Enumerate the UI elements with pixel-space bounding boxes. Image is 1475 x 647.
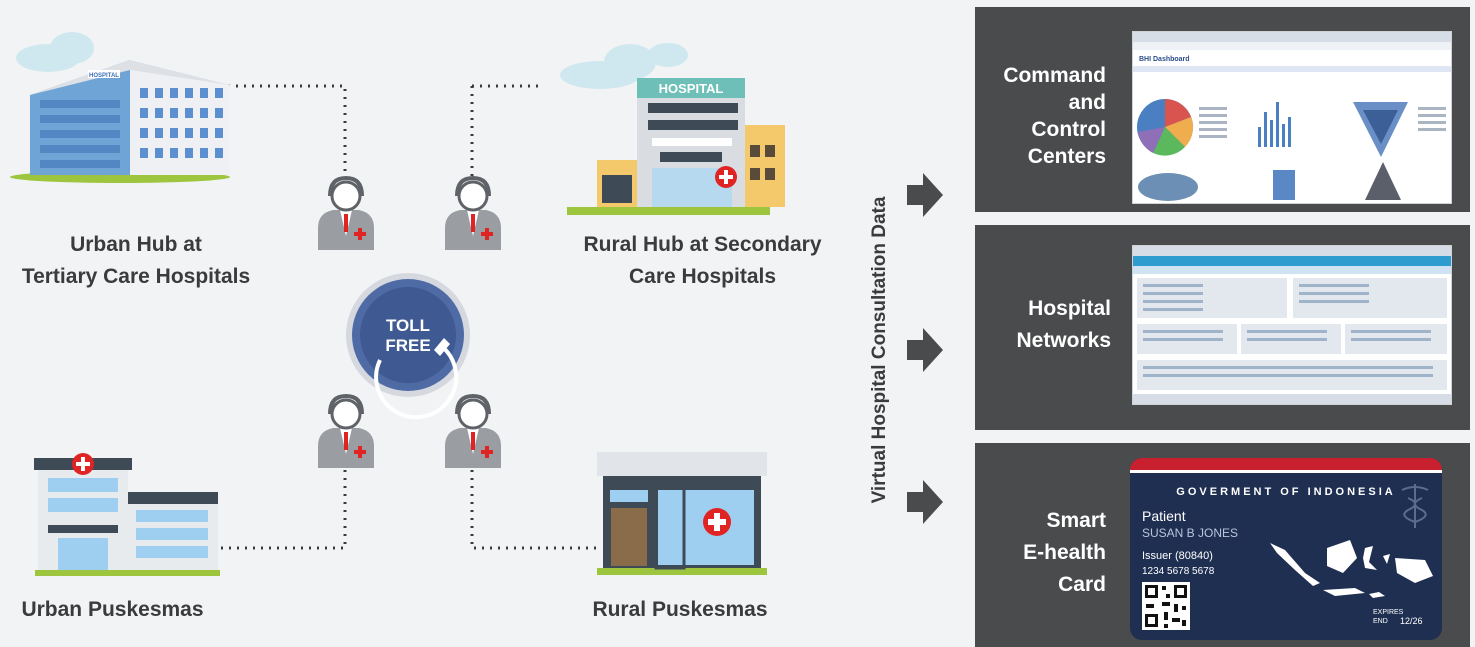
arrow-right-icon: [907, 328, 943, 372]
rural-hub-sign: HOSPITAL: [659, 81, 724, 96]
urban-puskesmas-label: Urban Puskesmas: [21, 598, 204, 621]
qr-code-icon: [1142, 582, 1190, 630]
flow-arrows: [907, 173, 943, 524]
dotted-connectors: [218, 84, 600, 550]
card-patient-name: SUSAN B JONES: [1142, 526, 1239, 540]
smart-card-label: Smart E-health Card: [975, 505, 1106, 601]
panel-label-line: Control: [1031, 118, 1106, 141]
card-expiry: 12/26: [1400, 616, 1423, 626]
panel-label-line: Centers: [1027, 145, 1106, 168]
network-diagram: HOSPITAL HOSPITAL: [10, 32, 785, 576]
urban-hub-label-line2: Tertiary Care Hospitals: [21, 265, 251, 288]
urban-hub-label-line1: Urban Hub at: [70, 233, 202, 256]
pyramid-chart-icon: [1365, 162, 1401, 200]
flow-label: Virtual Hospital Consultation Data: [869, 196, 890, 504]
card-expires-label: EXPIRES: [1373, 609, 1404, 616]
phone-icon: [434, 338, 450, 356]
rural-puskesmas-label: Rural Puskesmas: [592, 598, 768, 621]
caduceus-icon: [1401, 484, 1429, 528]
smart-card-panel: Smart E-health Card GOVERMENT OF INDONES…: [975, 443, 1470, 647]
panel-label-line: Command: [1003, 64, 1106, 87]
pie-chart-3d-icon: [1138, 173, 1198, 201]
rural-hub-label: Rural Hub at Secondary Care Hospitals: [560, 229, 845, 293]
bar-chart-icon: [1258, 102, 1291, 147]
card-issuer: Issuer (80840): [1142, 550, 1213, 562]
panel-label-line: Networks: [1016, 329, 1111, 352]
rural-hub-building-icon: HOSPITAL: [567, 78, 785, 215]
hospital-networks-label: Hospital Networks: [975, 293, 1111, 357]
dashboard-title: BHI Dashboard: [1139, 56, 1190, 63]
bar-3d-icon: [1273, 170, 1295, 200]
panel-label-line: Smart: [1046, 509, 1106, 532]
toll-free-badge: TOLL FREE: [346, 273, 470, 420]
arrow-right-icon: [907, 480, 943, 524]
urban-hub-label: Urban Hub at Tertiary Care Hospitals: [0, 229, 272, 293]
dashboard-screenshot: BHI Dashboard: [1132, 31, 1452, 204]
card-end-label: END: [1373, 618, 1388, 625]
toll-free-line1: TOLL: [386, 316, 430, 335]
toll-free-line2: FREE: [385, 336, 430, 355]
call-operator-icon: [318, 175, 501, 468]
panel-label-line: Hospital: [1028, 297, 1111, 320]
indonesia-map-icon: [1270, 540, 1433, 598]
rural-hub-label-line2: Care Hospitals: [628, 265, 777, 288]
panel-label-line: and: [1068, 91, 1106, 114]
command-centers-label: Command and Control Centers: [975, 62, 1106, 170]
hospital-system-screenshot: [1132, 245, 1452, 405]
card-header: GOVERMENT OF INDONESIA: [1176, 486, 1396, 498]
panel-label-line: E-health: [1023, 541, 1106, 564]
arrow-right-icon: [907, 173, 943, 217]
cloud-icon: [16, 32, 688, 89]
urban-puskesmas-building-icon: [34, 453, 220, 576]
pie-chart-icon: [1137, 99, 1194, 156]
rural-hub-label-line1: Rural Hub at Secondary: [583, 233, 822, 256]
ehealth-card: GOVERMENT OF INDONESIA Patient SUSAN B J…: [1130, 458, 1442, 640]
rural-puskesmas-building-icon: [597, 452, 767, 575]
card-patient-label: Patient: [1142, 508, 1186, 524]
command-centers-panel: Command and Control Centers BHI Dashboar…: [975, 7, 1470, 212]
urban-hub-building-icon: HOSPITAL: [10, 60, 230, 183]
panel-label-line: Card: [1058, 573, 1106, 596]
card-stripe: [1130, 458, 1442, 470]
card-stripe-white: [1130, 470, 1442, 473]
hospital-networks-panel: Hospital Networks: [975, 225, 1470, 430]
card-number: 1234 5678 5678: [1142, 566, 1215, 577]
urban-hub-sign: HOSPITAL: [89, 73, 119, 79]
